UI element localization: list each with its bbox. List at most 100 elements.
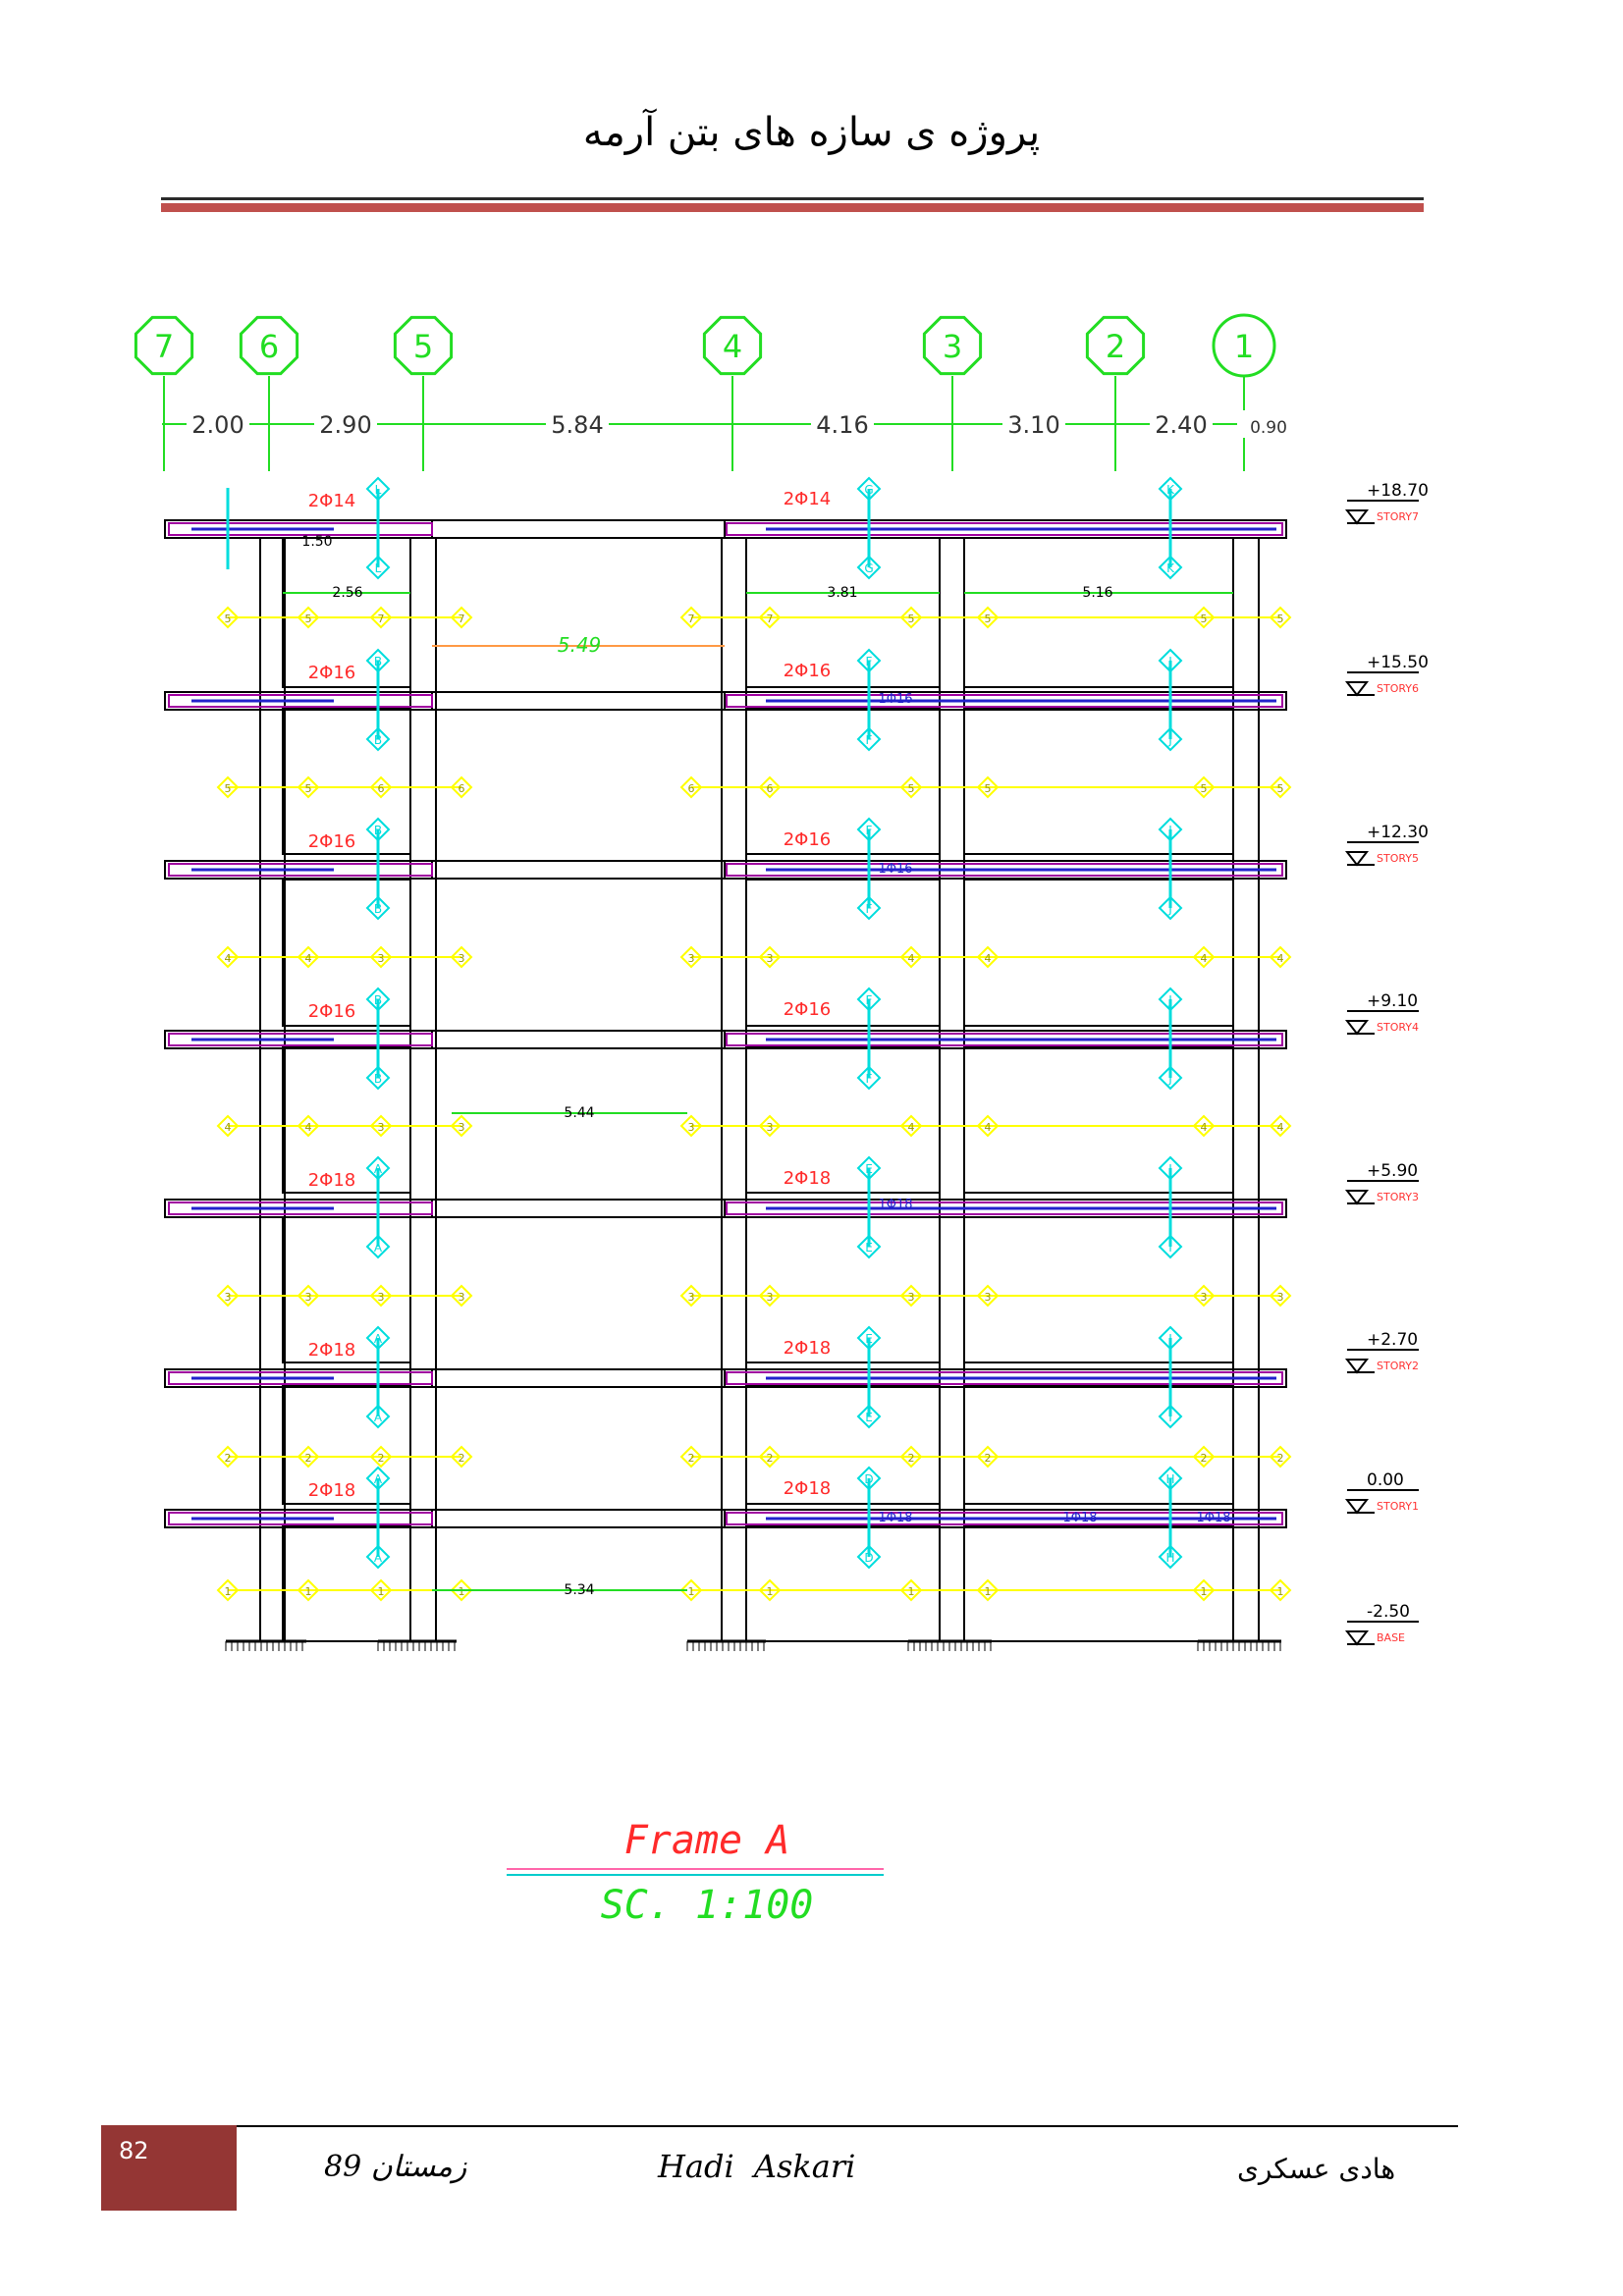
level-marker-icon bbox=[1344, 509, 1370, 525]
page-number: 82 bbox=[119, 2137, 149, 2164]
column-mark-diamond bbox=[1158, 1155, 1183, 1181]
panel-opening bbox=[963, 1046, 1234, 1194]
header-accent-rule bbox=[161, 203, 1424, 212]
column-mark-diamond bbox=[856, 1065, 882, 1091]
panel-opening bbox=[282, 1525, 411, 1642]
section-mark-label: 5 bbox=[225, 613, 232, 625]
column-mark-diamond bbox=[1158, 726, 1183, 752]
section-mark-diamond bbox=[450, 606, 473, 629]
footer-author-persian: هادی عسکری bbox=[1237, 2153, 1396, 2185]
section-mark-label: 4 bbox=[305, 1121, 312, 1134]
panel-opening bbox=[282, 1046, 411, 1194]
section-mark-diamond bbox=[679, 775, 703, 799]
section-mark-diamond bbox=[216, 1445, 240, 1468]
column-mark-label: E bbox=[865, 1162, 873, 1176]
footer-season: زمستان 89 bbox=[324, 2150, 467, 2184]
section-mark-label: 7 bbox=[459, 613, 465, 625]
span-dimension-value: 3.10 bbox=[1007, 411, 1059, 439]
section-mark-label: 3 bbox=[1277, 1291, 1284, 1304]
panel-opening bbox=[745, 879, 941, 1027]
column-mark-label: I bbox=[1168, 1241, 1172, 1255]
column-mark-diamond bbox=[856, 1325, 882, 1351]
beam-rebar-right bbox=[726, 863, 1283, 877]
section-mark-label: 3 bbox=[767, 952, 774, 965]
column-mark-diamond bbox=[365, 1544, 391, 1570]
section-mark-label: 3 bbox=[688, 952, 695, 965]
level-marker-icon bbox=[1344, 1499, 1370, 1515]
level-marker-icon bbox=[1344, 1020, 1370, 1036]
section-mark-diamond bbox=[450, 1578, 473, 1602]
section-mark-label: 1 bbox=[908, 1585, 915, 1598]
level-name: STORY6 bbox=[1377, 682, 1419, 695]
section-mark-label: 1 bbox=[305, 1585, 312, 1598]
beam-rebar-right bbox=[726, 522, 1283, 536]
column-mark-label: A bbox=[374, 1551, 383, 1565]
section-mark-diamond bbox=[758, 1578, 782, 1602]
beam-rebar-left bbox=[168, 1201, 433, 1215]
column-mark-diamond bbox=[856, 1234, 882, 1259]
column-mark-label: A bbox=[374, 1241, 383, 1255]
grid-bubble bbox=[702, 315, 763, 376]
section-mark-diamond bbox=[450, 945, 473, 969]
section-mark-label: 3 bbox=[985, 1291, 992, 1304]
beam-rebar-label-left: 2Φ18 bbox=[308, 1340, 356, 1361]
column-mark-diamond bbox=[856, 1544, 882, 1570]
column-mark-diamond bbox=[1158, 895, 1183, 921]
grid-axis-label: 2 bbox=[1106, 328, 1125, 365]
section-mark-diamond bbox=[758, 1284, 782, 1308]
column-mark-label: D bbox=[864, 1472, 873, 1486]
section-mark-diamond bbox=[297, 775, 320, 799]
column-mark-diamond bbox=[365, 1234, 391, 1259]
beam-rebar-left bbox=[168, 694, 433, 708]
column-mark-label: F bbox=[866, 655, 873, 668]
footer-author-english: Hadi Askari bbox=[658, 2148, 856, 2185]
section-mark-diamond bbox=[216, 945, 240, 969]
section-mark-label: 3 bbox=[305, 1291, 312, 1304]
section-mark-label: 5 bbox=[1277, 613, 1284, 625]
column-mark-label: B bbox=[374, 655, 382, 668]
section-mark-label: 6 bbox=[688, 782, 695, 795]
level-name: STORY7 bbox=[1377, 510, 1419, 523]
section-mark-diamond bbox=[899, 1284, 923, 1308]
section-mark-label: 4 bbox=[305, 952, 312, 965]
dimension-label-bg bbox=[811, 410, 874, 438]
section-mark-label: 3 bbox=[767, 1291, 774, 1304]
column-mark-diamond bbox=[365, 1155, 391, 1181]
section-mark-diamond bbox=[216, 1578, 240, 1602]
column-mark-diamond bbox=[856, 726, 882, 752]
span-dimension-value: 0.90 bbox=[1250, 418, 1287, 438]
bottom-bar-label: 1Φ18 bbox=[878, 1198, 912, 1212]
column-mark-diamond bbox=[856, 1466, 882, 1491]
panel-opening bbox=[963, 537, 1234, 688]
section-mark-diamond bbox=[976, 1578, 1000, 1602]
panel-opening bbox=[745, 708, 941, 855]
column-mark-label: D bbox=[864, 1551, 873, 1565]
dimension-label-bg bbox=[1237, 410, 1300, 438]
beam-rebar-right bbox=[726, 1512, 1283, 1525]
section-mark-label: 1 bbox=[985, 1585, 992, 1598]
section-mark-label: 4 bbox=[985, 1121, 992, 1134]
level-name: BASE bbox=[1377, 1631, 1405, 1644]
column-mark-label: I bbox=[1168, 1411, 1172, 1424]
drawing-title: Frame A bbox=[623, 1818, 790, 1863]
column-mark-diamond bbox=[856, 555, 882, 580]
panel-opening bbox=[745, 1216, 941, 1363]
level-name: STORY3 bbox=[1377, 1191, 1419, 1203]
section-mark-label: 5 bbox=[985, 782, 992, 795]
section-mark-diamond bbox=[369, 1445, 393, 1468]
section-mark-diamond bbox=[369, 775, 393, 799]
panel-opening bbox=[745, 1385, 941, 1505]
page-number-box: 82 bbox=[101, 2125, 237, 2211]
level-marker-icon bbox=[1344, 1359, 1370, 1374]
section-mark-diamond bbox=[679, 1284, 703, 1308]
section-mark-diamond bbox=[899, 1445, 923, 1468]
column-mark-diamond bbox=[365, 1325, 391, 1351]
section-mark-diamond bbox=[758, 1114, 782, 1138]
section-mark-label: 4 bbox=[1277, 1121, 1284, 1134]
bottom-bar-label: 1Φ18 bbox=[1062, 1511, 1097, 1525]
section-mark-diamond bbox=[369, 1284, 393, 1308]
level-marker-icon bbox=[1344, 851, 1370, 867]
column-mark-label: B bbox=[374, 902, 382, 916]
grid-axis-label: 6 bbox=[259, 328, 279, 365]
column-mark-diamond bbox=[365, 1466, 391, 1491]
